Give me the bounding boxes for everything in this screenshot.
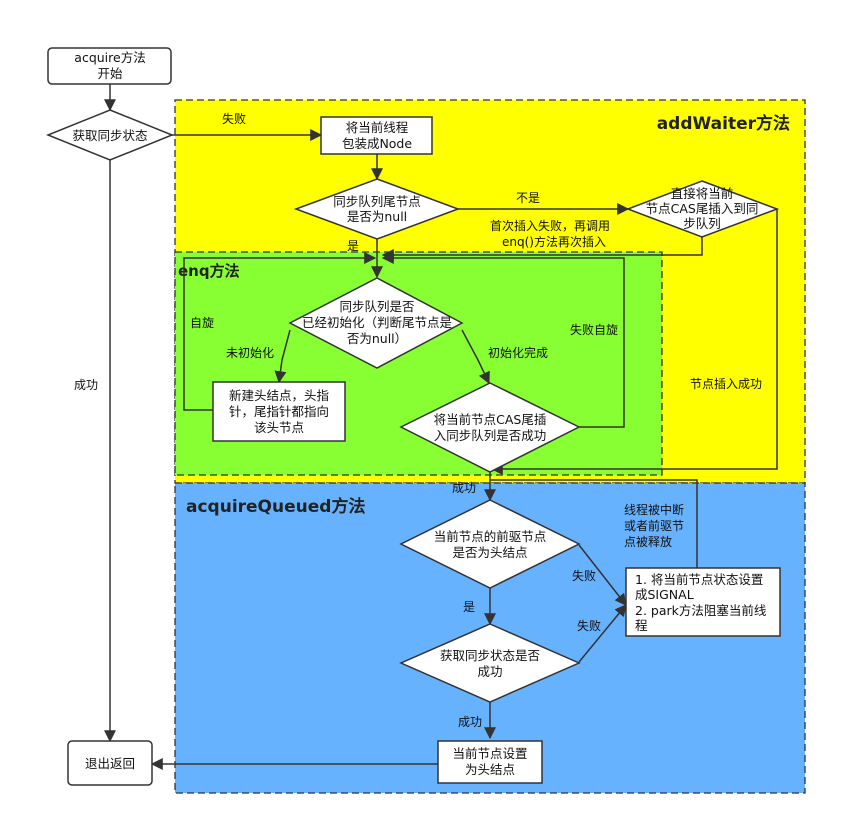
cas-tail-decision [625,180,780,238]
acquire-again-line-1: 获取同步状态是否 [440,648,540,663]
tail-null-decision [293,178,461,240]
acquirequeued-title: acquireQueued方法 [186,496,365,517]
label-first-insert-fail-1: 首次插入失败，再调用 [490,218,610,233]
edge-enqcas-fail-spin [381,252,625,428]
park-line-1: 1. 将当前节点状态设置 [635,572,763,587]
label-not-init: 未初始化 [226,346,274,360]
pred-head-line-2: 是否为头结点 [452,545,527,560]
label-is-null: 是 [347,239,359,253]
label-success-enq: 成功 [452,481,476,495]
label-insert-success: 节点插入成功 [690,377,762,391]
start-line-1: acquire方法 [74,50,145,65]
wrap-node-line-2: 包装成Node [342,136,412,151]
cas-tail-line-1: 直接将当前 [671,186,734,201]
set-head-line-1: 当前节点设置 [452,746,527,761]
enq-cas-line-2: 入同步队列是否成功 [434,428,547,443]
label-interrupted-3: 点被释放 [624,534,672,549]
enq-cas-decision [399,382,581,473]
start-line-2: 开始 [97,66,123,81]
label-spin: 自旋 [190,316,214,330]
park-line-2: 成SIGNAL [635,587,694,602]
queue-init-decision [288,277,464,369]
label-init-done: 初始化完成 [488,345,548,360]
queue-init-line-1: 同步队列是否 [339,299,414,314]
set-head-box [437,740,543,784]
edge-interrupted [490,479,698,568]
edge-cas-success [490,209,778,475]
edge-newhead-spin [183,252,377,411]
tail-null-line-2: 是否为null [347,209,407,224]
wrap-node-line-1: 将当前线程 [346,120,409,135]
exit-label: 退出返回 [85,756,135,771]
try-acquire-label: 获取同步状态 [72,128,147,143]
park-box [625,567,781,637]
label-success-acquire: 成功 [458,715,482,729]
new-head-line-3: 该头节点 [254,420,304,435]
park-line-3: 2. park方法阻塞当前线 [635,603,767,618]
label-fail: 失败 [222,111,246,126]
park-line-4: 程 [635,618,648,633]
set-head-line-2: 为头结点 [465,762,515,777]
label-yes: 是 [463,600,475,614]
edges [104,84,778,770]
enq-title: enq方法 [178,262,240,280]
label-fail-pred: 失败 [572,568,596,583]
label-fail-acquire: 失败 [577,618,601,633]
start-node [47,47,172,85]
try-acquire-decision [45,109,175,161]
cas-tail-line-3: 步队列 [683,216,721,231]
acquire-again-decision [399,623,581,703]
edge-acquire-fail [578,604,627,663]
cas-tail-line-2: 节点CAS尾插入到同 [646,201,759,216]
label-not-null: 不是 [516,191,540,205]
wrap-node-box [320,116,433,155]
new-head-line-1: 新建头结点，头指 [229,388,329,403]
addwaiter-title: addWaiter方法 [657,113,790,134]
edge-init-to-enqcas [461,329,490,385]
edge-init-to-newhead [274,329,291,384]
acquire-again-line-2: 成功 [477,664,502,679]
pred-head-decision [399,499,581,589]
label-fail-spin: 失败自旋 [570,322,618,337]
tail-null-line-1: 同步队列尾节点 [333,194,421,209]
label-success-main: 成功 [74,378,98,392]
edge-cas-fail-to-enq [381,237,703,261]
label-first-insert-fail-2: enq()方法再次插入 [502,234,606,249]
queue-init-line-3: 否为null） [347,331,407,346]
label-interrupted-2: 或者前驱节 [624,518,684,533]
queue-init-line-2: 已经初始化（判断尾节点是 [302,315,453,330]
new-head-line-2: 针，尾指针都指向 [229,404,329,419]
label-interrupted-1: 线程被中断 [624,502,684,517]
edge-pred-fail [578,544,627,606]
new-head-box [212,381,346,442]
pred-head-line-1: 当前节点的前驱节点 [434,529,547,544]
exit-box [67,740,153,786]
enq-cas-line-1: 将当前节点CAS尾插 [434,412,547,427]
